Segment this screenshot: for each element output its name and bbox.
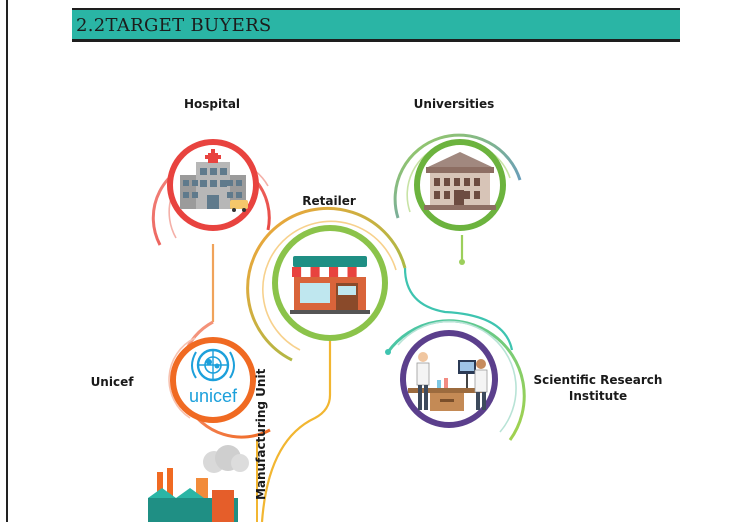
manufacturing-label: Manufacturing Unit xyxy=(254,368,268,500)
university-building-icon xyxy=(424,152,496,210)
hospital-icon xyxy=(180,149,248,212)
hospital-node: Hospital xyxy=(151,97,271,246)
unicef-node: unicef Unicef xyxy=(91,320,271,439)
universities-label: Universities xyxy=(414,97,495,111)
universities-node: Universities xyxy=(393,97,522,265)
factory-icon xyxy=(148,445,249,522)
retailer-node: Retailer xyxy=(246,194,407,362)
section-title: 2.2TARGET BUYERS xyxy=(76,15,272,36)
retailer-label: Retailer xyxy=(302,194,356,208)
connector-lines xyxy=(211,235,514,522)
unicef-label: Unicef xyxy=(91,375,135,389)
unicef-logo-icon: unicef xyxy=(189,348,238,406)
shop-icon xyxy=(290,256,370,314)
research-label-line2: Institute xyxy=(569,389,627,403)
page-left-border xyxy=(6,0,8,522)
laboratory-icon xyxy=(408,352,488,411)
unicef-logo-text: unicef xyxy=(189,386,238,406)
research-node: Scientific Research Institute xyxy=(385,319,663,441)
manufacturing-node: Manufacturing Unit xyxy=(148,368,268,522)
hospital-label: Hospital xyxy=(184,97,240,111)
research-label-line1: Scientific Research xyxy=(534,373,663,387)
section-header: 2.2TARGET BUYERS xyxy=(72,8,680,42)
